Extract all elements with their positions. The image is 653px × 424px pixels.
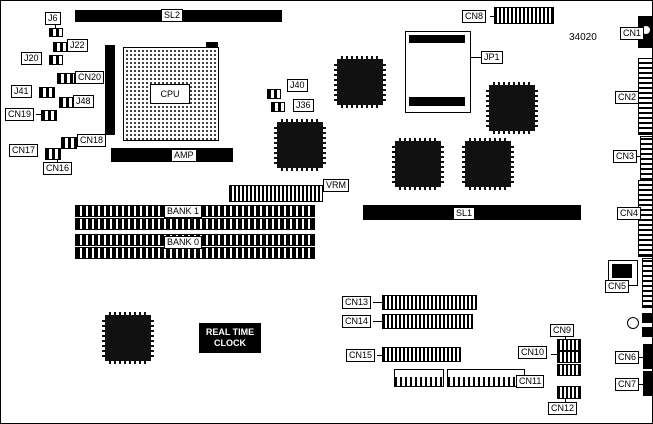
qfp-chip-1 [334, 56, 386, 108]
qfp-chip-3 [274, 119, 326, 171]
label-cpu: CPU [150, 84, 190, 104]
part-number: 34020 [569, 32, 597, 43]
label-cn9: CN9 [550, 324, 575, 337]
cn8-connector [494, 7, 554, 24]
j36-jumper [271, 102, 285, 112]
audio-jack-2 [642, 327, 652, 337]
jp1-top-bar [409, 35, 465, 43]
cn15-connector [382, 347, 461, 362]
cn9-connector [557, 339, 581, 351]
label-cn11: CN11 [516, 375, 545, 388]
label-cn8: CN8 [462, 10, 487, 23]
leader-cn13 [373, 302, 383, 303]
cpu-retention-bar-left [105, 45, 115, 135]
leader-cn14 [373, 321, 383, 322]
leader-cn15 [377, 355, 383, 356]
label-j48: J48 [73, 95, 94, 108]
leader-cn3 [634, 156, 641, 157]
edge-port-stack [642, 258, 652, 308]
jp1-bottom-bar [409, 97, 465, 106]
j41-jumper [39, 87, 55, 98]
label-bank1: BANK 1 [164, 205, 203, 218]
cn20-connector [57, 73, 75, 84]
leader-j6 [55, 25, 56, 29]
j22-jumper [53, 42, 67, 52]
label-cn7: CN7 [615, 378, 640, 391]
mounting-hole [627, 317, 639, 329]
label-cn14: CN14 [342, 315, 372, 328]
leader-cn12 [565, 397, 566, 403]
cn10-connector-b [557, 364, 581, 376]
label-bank0: BANK 0 [164, 236, 203, 249]
cn5-connector-body [612, 264, 632, 278]
leader-cn9 [565, 336, 566, 339]
label-cn20: CN20 [75, 71, 105, 84]
j20-jumper [49, 55, 63, 65]
cn6-port [643, 344, 652, 369]
rtc-line2: CLOCK [214, 338, 246, 348]
label-cn3: CN3 [613, 150, 638, 163]
label-amp: AMP [171, 149, 197, 162]
leader-cn8 [490, 16, 495, 17]
label-j20: J20 [21, 52, 42, 65]
cn2-port [638, 58, 652, 135]
j40-jumper [267, 89, 281, 99]
cn10-connector [557, 351, 581, 363]
j6-jumper [49, 28, 63, 37]
cn13-connector [382, 295, 477, 310]
label-cn19: CN19 [5, 108, 35, 121]
cn1-port [638, 16, 652, 48]
label-j40: J40 [287, 79, 308, 92]
label-j6: J6 [45, 12, 61, 25]
cn1-port-hole [642, 26, 650, 34]
label-cn10: CN10 [518, 346, 548, 359]
qfp-chip-5 [462, 138, 514, 190]
leader-cn10 [551, 354, 558, 355]
label-cn12: CN12 [548, 402, 578, 415]
leader-jp1 [468, 57, 482, 58]
cpu-socket: CPU [123, 47, 219, 141]
simm-socket-bank1-b [75, 218, 315, 230]
cn14-connector [382, 314, 473, 329]
qfp-chip-2 [486, 82, 538, 134]
label-jp1: JP1 [481, 51, 503, 64]
rtc-line1: REAL TIME [205, 327, 255, 337]
label-cn15: CN15 [346, 349, 376, 362]
label-j22: J22 [67, 39, 88, 52]
label-j36: J36 [293, 99, 314, 112]
cn18-connector [61, 137, 77, 149]
vrm-connector [229, 185, 323, 202]
cn7-port [643, 371, 652, 396]
leader-cn16 [57, 157, 58, 163]
real-time-clock-chip: REAL TIME CLOCK [199, 323, 261, 353]
cn19-connector [41, 110, 57, 121]
qfp-chip-6 [102, 312, 154, 364]
cn12-connector [557, 386, 581, 399]
label-cn1: CN1 [620, 27, 645, 40]
label-cn18: CN18 [77, 134, 107, 147]
label-cn4: CN4 [617, 207, 642, 220]
audio-jack-1 [642, 313, 652, 323]
label-j41: J41 [11, 85, 32, 98]
cn17-connector [45, 148, 61, 160]
label-cn16: CN16 [43, 162, 73, 175]
label-cn5: CN5 [605, 280, 630, 293]
cn3-port [640, 136, 652, 181]
label-sl1: SL1 [453, 207, 476, 220]
label-sl2: SL2 [161, 9, 184, 22]
cn11-connector-a [394, 369, 444, 387]
leader-cn19 [36, 114, 42, 115]
label-cn17: CN17 [9, 144, 39, 157]
cn11-connector-b [447, 369, 525, 387]
label-cn6: CN6 [615, 351, 640, 364]
qfp-chip-4 [392, 138, 444, 190]
label-vrm: VRM [323, 179, 349, 192]
label-cn13: CN13 [342, 296, 372, 309]
label-cn2: CN2 [615, 91, 640, 104]
